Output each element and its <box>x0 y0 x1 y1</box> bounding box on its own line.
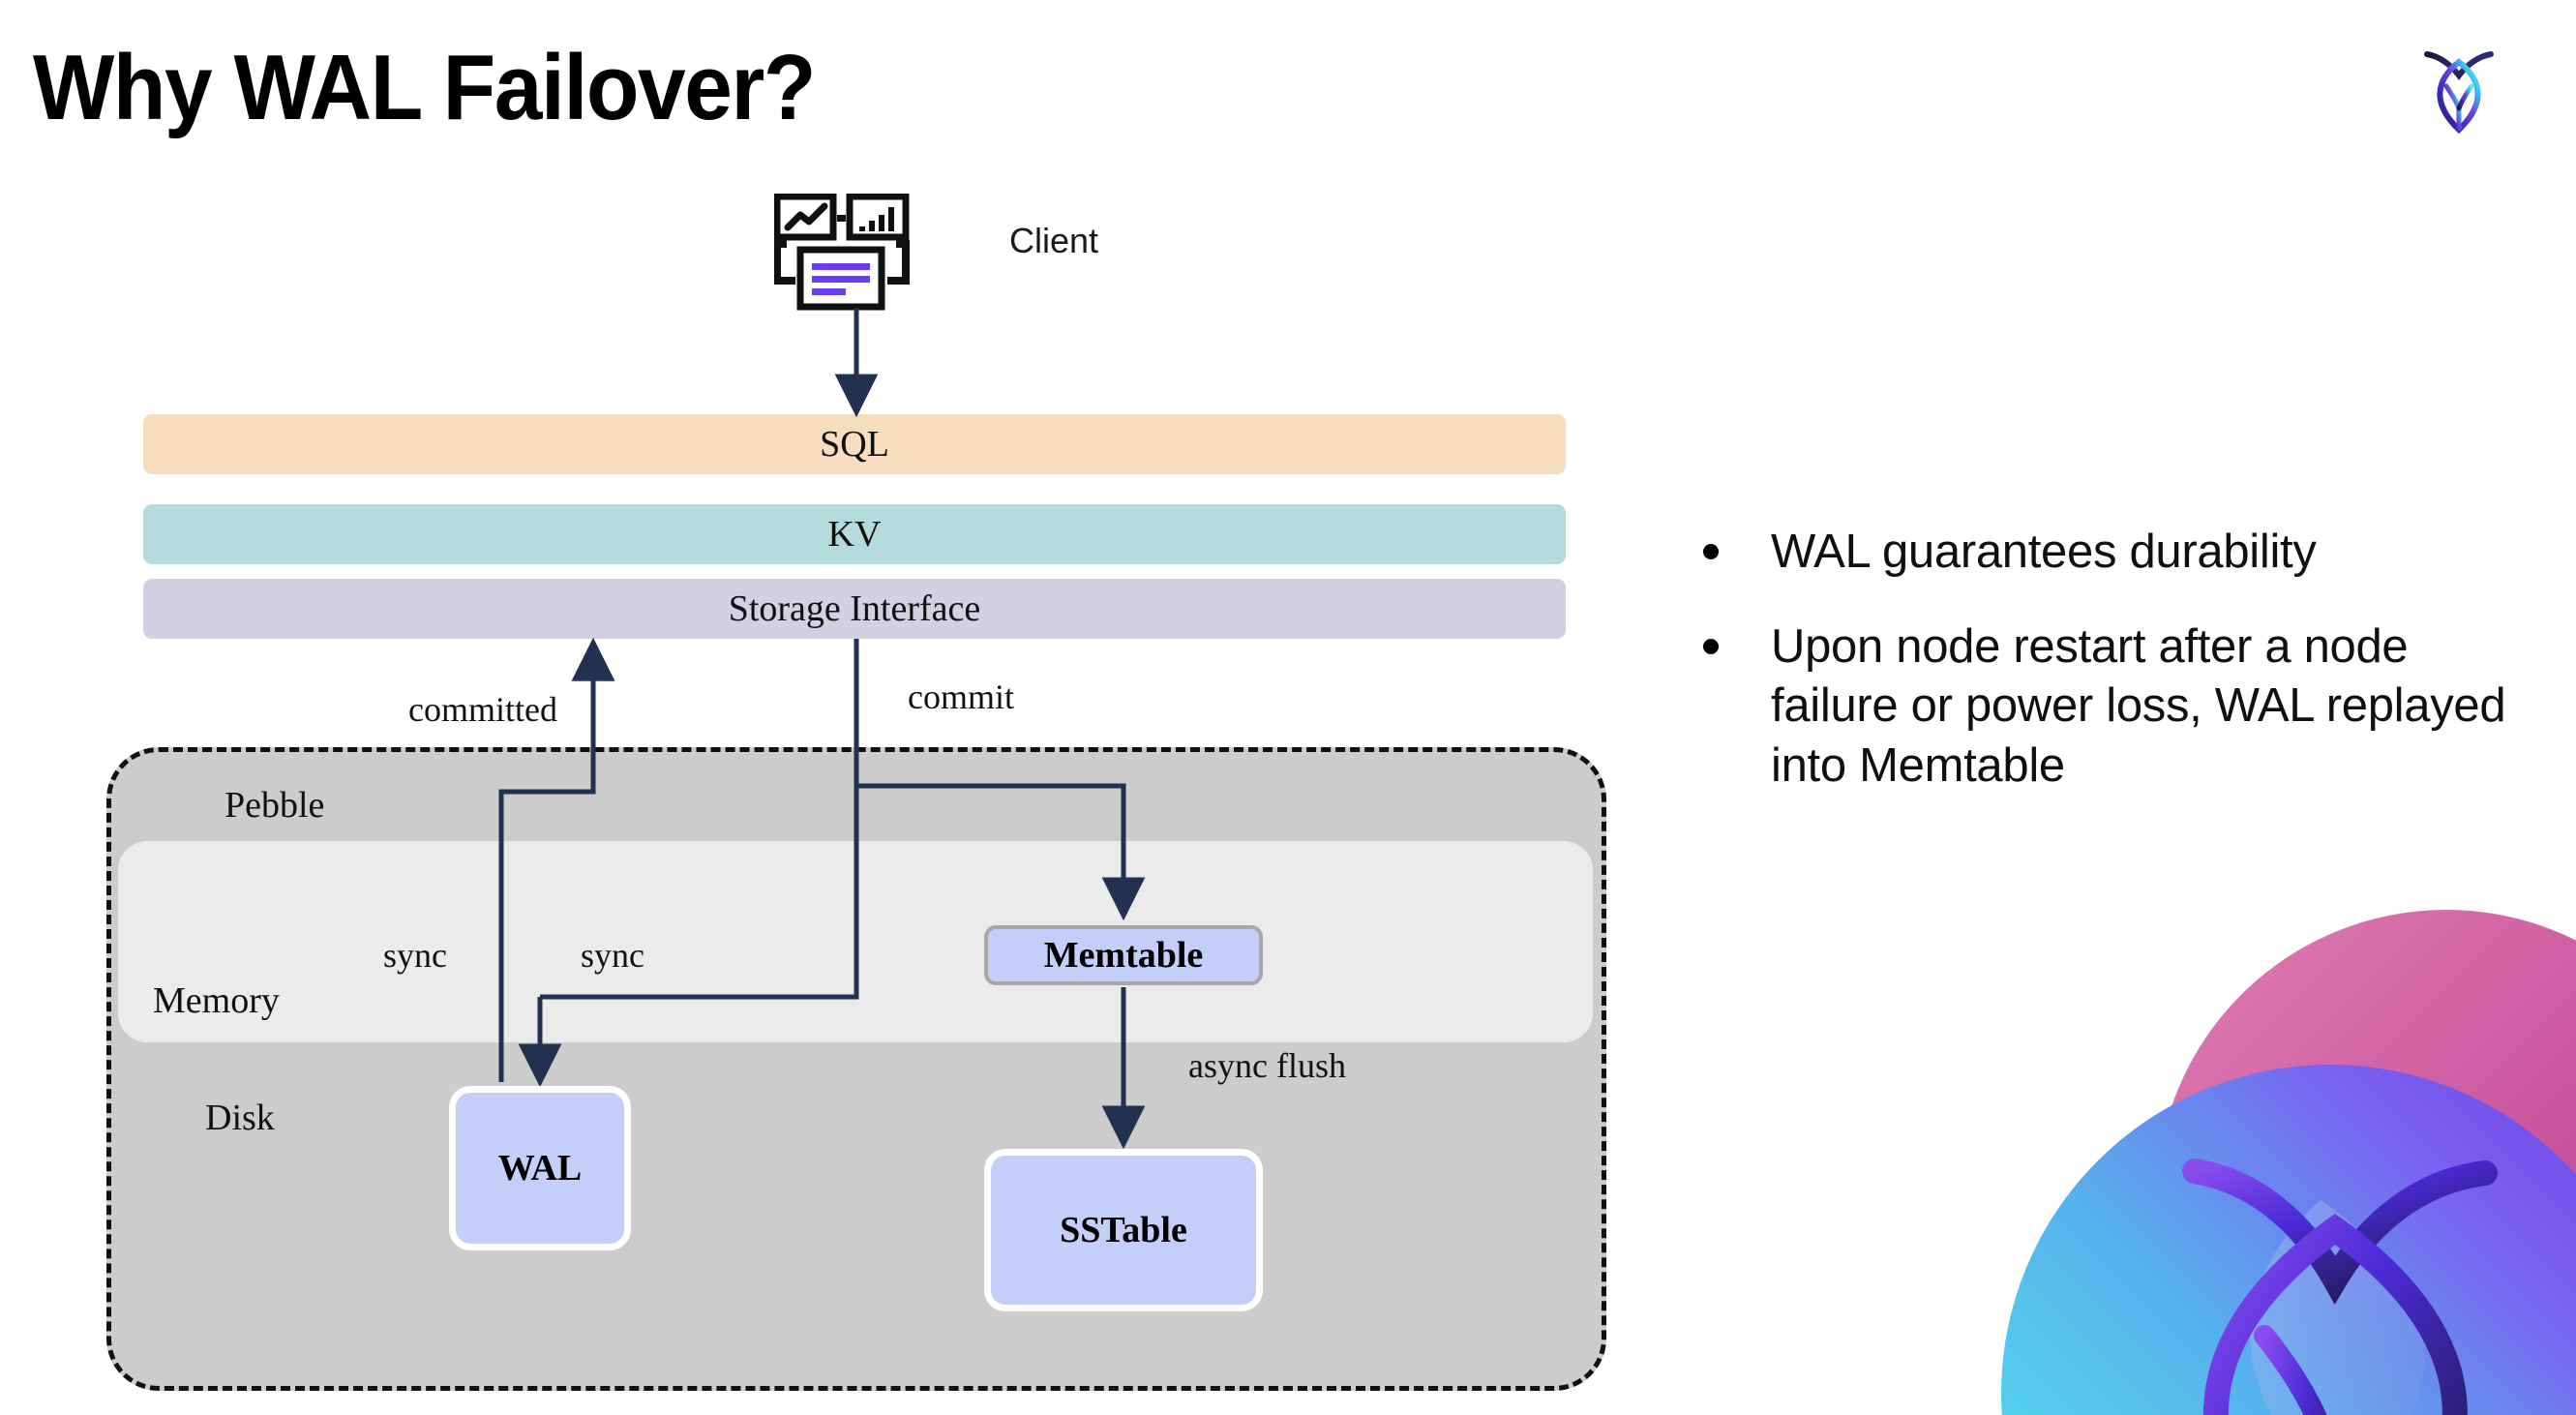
client-label: Client <box>1009 221 1099 260</box>
bullet-text: WAL guarantees durability <box>1771 526 2317 578</box>
node-wal: WAL <box>449 1086 631 1250</box>
list-item: Upon node restart after a node failure o… <box>1703 617 2516 797</box>
list-item: WAL guarantees durability <box>1703 523 2516 583</box>
edge-label-sync-right: sync <box>581 936 644 975</box>
pebble-label: Pebble <box>225 785 325 826</box>
page-title: Why WAL Failover? <box>33 36 816 139</box>
bullet-list: WAL guarantees durability Upon node rest… <box>1703 523 2516 831</box>
cockroach-logo <box>2406 33 2512 139</box>
edge-label-committed: committed <box>408 690 557 729</box>
edge-label-commit: commit <box>908 677 1014 716</box>
memory-label: Memory <box>153 980 280 1021</box>
bullet-dot-icon <box>1703 544 1719 559</box>
layer-bar-sql: SQL <box>143 414 1566 474</box>
client-dashboard-icon <box>773 193 929 319</box>
edge-label-sync-left: sync <box>383 936 447 975</box>
node-memtable: Memtable <box>984 925 1263 985</box>
layer-bar-kv: KV <box>143 504 1566 564</box>
bullet-text: Upon node restart after a node failure o… <box>1771 619 2506 793</box>
memory-region <box>118 841 1593 1042</box>
bullet-dot-icon <box>1703 638 1719 654</box>
layer-bar-storage-interface: Storage Interface <box>143 579 1566 639</box>
edge-label-async-flush: async flush <box>1188 1046 1346 1085</box>
disk-label: Disk <box>205 1098 275 1138</box>
node-sstable: SSTable <box>984 1149 1263 1311</box>
cockroach-watermark <box>1904 881 2576 1415</box>
